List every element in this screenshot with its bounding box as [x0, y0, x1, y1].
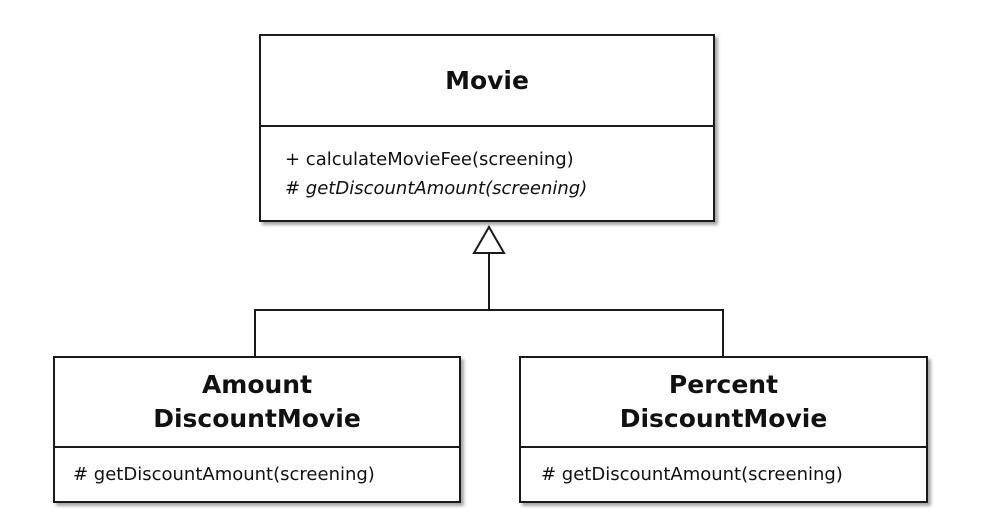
class-box-percent-discount-movie: Percent DiscountMovie # getDiscountAmoun…: [519, 356, 928, 503]
class-name-amount-discount-movie: Amount DiscountMovie: [55, 358, 459, 448]
class-name-line: Percent: [668, 370, 779, 399]
class-name-percent-discount-movie: Percent DiscountMovie: [521, 358, 926, 448]
class-box-movie: Movie + calculateMovieFee(screening) # g…: [259, 34, 715, 222]
class-operations-amount-discount-movie: # getDiscountAmount(screening): [55, 448, 459, 501]
class-box-amount-discount-movie: Amount DiscountMovie # getDiscountAmount…: [53, 356, 461, 503]
operation-get-discount-amount: # getDiscountAmount(screening): [73, 464, 375, 485]
generalization-arrowhead-icon: [472, 224, 506, 254]
operation-get-discount-amount-abstract: # getDiscountAmount(screening): [285, 177, 588, 199]
operation-calculate-movie-fee: + calculateMovieFee(screening): [285, 148, 574, 170]
class-name-line: Amount: [201, 370, 313, 399]
class-name-line: DiscountMovie: [619, 404, 828, 433]
operation-get-discount-amount: # getDiscountAmount(screening): [541, 464, 843, 485]
class-operations-percent-discount-movie: # getDiscountAmount(screening): [521, 448, 926, 501]
class-operations-movie: + calculateMovieFee(screening) # getDisc…: [261, 127, 713, 220]
class-name-line: Movie: [445, 65, 529, 95]
class-name-movie: Movie: [261, 36, 713, 127]
class-name-line: DiscountMovie: [153, 404, 361, 433]
